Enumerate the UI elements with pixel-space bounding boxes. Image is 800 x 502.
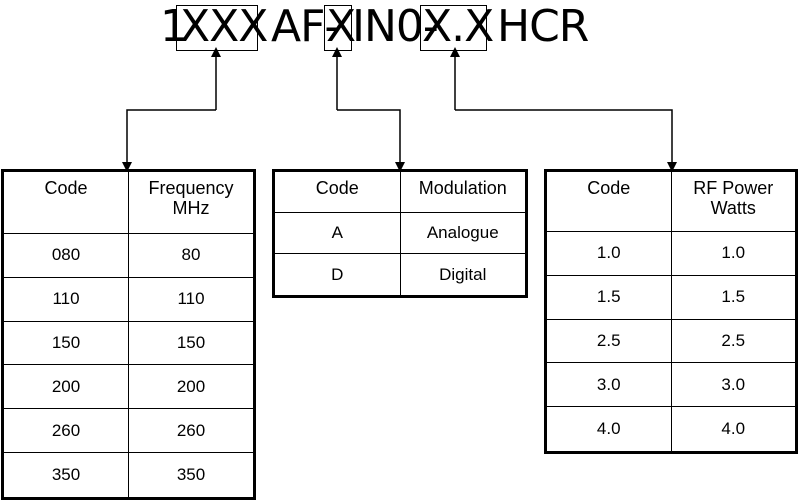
title-middle: IN0- xyxy=(352,1,439,52)
frequency-value-cell: 350 xyxy=(128,452,255,499)
table-row: 150 150 xyxy=(2,320,255,366)
power-code-cell: 4.0 xyxy=(545,406,672,453)
frequency-value-cell: 200 xyxy=(128,364,255,410)
power-table: Code RF Power Watts 1.0 1.0 1.5 1.5 2.5 … xyxy=(544,169,798,454)
table-row: 200 200 xyxy=(2,364,255,410)
frequency-value-cell: 260 xyxy=(128,408,255,454)
modulation-value-cell: Analogue xyxy=(399,211,527,255)
frequency-code-cell: 200 xyxy=(2,364,129,410)
table-row: 1.0 1.0 xyxy=(545,231,797,276)
power-code-cell: 1.5 xyxy=(545,274,672,320)
frequency-connector-lower xyxy=(122,109,216,172)
modulation-code-cell: A xyxy=(273,211,401,255)
power-code-cell: 1.0 xyxy=(545,231,672,276)
table-row: 3.0 3.0 xyxy=(545,362,797,408)
table-row: 110 110 xyxy=(2,276,255,322)
power-value-cell: 2.5 xyxy=(670,318,797,364)
modulation-table-header-modulation: Modulation xyxy=(399,170,527,213)
modulation-table-header-code: Code xyxy=(273,170,401,213)
modulation-value-cell: Digital xyxy=(399,253,527,297)
frequency-code-cell: 080 xyxy=(2,233,129,278)
power-table-header-rf-power: RF Power Watts xyxy=(670,170,797,232)
title-suffix: HCR xyxy=(484,1,589,52)
table-row: 2.5 2.5 xyxy=(545,318,797,364)
modulation-connector-lower xyxy=(337,109,405,172)
frequency-code-cell: 350 xyxy=(2,452,129,499)
frequency-table: Code Frequency MHz 080 80 110 110 150 15… xyxy=(1,169,256,500)
power-value-cell: 4.0 xyxy=(670,406,797,453)
table-row: 350 350 xyxy=(2,452,255,499)
table-row: 1.5 1.5 xyxy=(545,274,797,320)
frequency-value-cell: 150 xyxy=(128,320,255,366)
power-code-cell: 2.5 xyxy=(545,318,672,364)
table-row: 080 80 xyxy=(2,233,255,278)
frequency-code-placeholder: XXX xyxy=(180,1,268,52)
power-code-placeholder: X.X xyxy=(422,1,494,52)
frequency-code-cell: 110 xyxy=(2,276,129,322)
frequency-code-cell: 150 xyxy=(2,320,129,366)
table-row: 4.0 4.0 xyxy=(545,406,797,453)
modulation-table: Code Modulation A Analogue D Digital xyxy=(272,169,528,298)
table-row: D Digital xyxy=(273,253,527,297)
power-connector-lower xyxy=(455,109,677,172)
title-series: AF- xyxy=(258,1,340,52)
table-row: 260 260 xyxy=(2,408,255,454)
power-value-cell: 3.0 xyxy=(670,362,797,408)
frequency-value-cell: 80 xyxy=(128,233,255,278)
power-code-cell: 3.0 xyxy=(545,362,672,408)
modulation-code-cell: D xyxy=(273,253,401,297)
frequency-value-cell: 110 xyxy=(128,276,255,322)
title-prefix: 1 xyxy=(160,1,188,52)
table-row: A Analogue xyxy=(273,211,527,255)
power-value-cell: 1.0 xyxy=(670,231,797,276)
power-value-cell: 1.5 xyxy=(670,274,797,320)
modulation-code-placeholder: X xyxy=(326,1,356,52)
frequency-table-header-code: Code xyxy=(2,170,129,234)
part-number-title: 1 XXX AF- X IN0- X.X HCR xyxy=(0,0,800,60)
power-table-header-code: Code xyxy=(545,170,672,232)
frequency-code-cell: 260 xyxy=(2,408,129,454)
frequency-table-header-frequency: Frequency MHz xyxy=(128,170,255,234)
